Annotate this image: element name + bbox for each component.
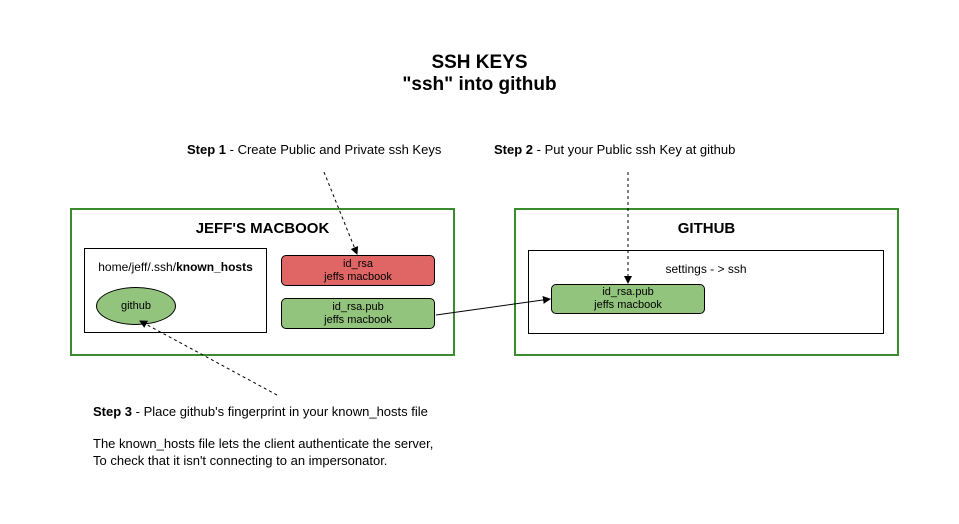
public-key-name: id_rsa.pub bbox=[332, 300, 384, 313]
step-1-caption: Step 1 - Create Public and Private ssh K… bbox=[187, 142, 441, 158]
step-2-caption: Step 2 - Put your Public ssh Key at gith… bbox=[494, 142, 735, 158]
github-fingerprint-label: github bbox=[121, 300, 151, 312]
step-3-label: Step 3 bbox=[93, 404, 133, 419]
known-hosts-note-line-2: To check that it isn't connecting to an … bbox=[93, 453, 388, 468]
github-public-key-name: id_rsa.pub bbox=[602, 286, 654, 298]
known-hosts-path: home/jeff/.ssh/known_hosts bbox=[85, 260, 266, 274]
github-public-key-node: id_rsa.pub jeffs macbook bbox=[551, 284, 705, 314]
step-3-caption: Step 3 - Place github's fingerprint in y… bbox=[93, 404, 428, 420]
github-fingerprint-node: github bbox=[96, 287, 176, 325]
github-settings-label: settings - > ssh bbox=[665, 262, 747, 276]
private-key-name: id_rsa bbox=[343, 257, 373, 270]
known-hosts-path-prefix: home/jeff/.ssh/ bbox=[98, 260, 177, 274]
github-public-key-owner: jeffs macbook bbox=[594, 299, 662, 311]
known-hosts-filename: known_hosts bbox=[176, 260, 253, 274]
step-2-text: - Put your Public ssh Key at github bbox=[533, 142, 736, 157]
known-hosts-note-line-1: The known_hosts file lets the client aut… bbox=[93, 436, 434, 451]
diagram-subtitle: "ssh" into github bbox=[402, 74, 557, 95]
step-3-text: - Place github's fingerprint in your kno… bbox=[132, 404, 428, 419]
public-key-owner: jeffs macbook bbox=[324, 313, 392, 326]
github-title: GITHUB bbox=[677, 220, 736, 237]
public-key-node: id_rsa.pub jeffs macbook bbox=[281, 298, 435, 329]
macbook-title: JEFF'S MACBOOK bbox=[195, 220, 330, 237]
step-2-label: Step 2 bbox=[494, 142, 534, 157]
diagram-title: SSH KEYS bbox=[431, 52, 528, 73]
private-key-owner: jeffs macbook bbox=[324, 270, 392, 283]
step-1-label: Step 1 bbox=[187, 142, 227, 157]
private-key-node: id_rsa jeffs macbook bbox=[281, 255, 435, 286]
step-1-text: - Create Public and Private ssh Keys bbox=[226, 142, 442, 157]
